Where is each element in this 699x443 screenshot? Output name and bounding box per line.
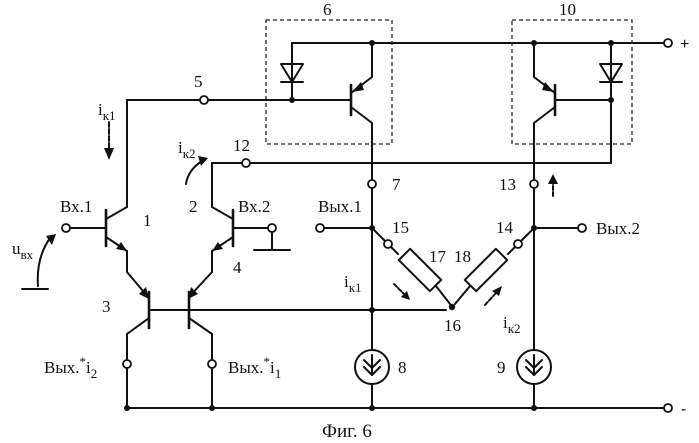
cs8-label: 8	[398, 358, 407, 377]
node-5-terminal[interactable]	[200, 96, 208, 104]
negative-label: -	[681, 401, 686, 418]
junction	[209, 405, 215, 411]
node-13-terminal[interactable]	[530, 180, 538, 188]
uin-arrow	[38, 238, 50, 286]
r18-lead-b	[455, 286, 470, 304]
t2-label: 2	[189, 197, 198, 216]
ik2-mid-arrow	[485, 294, 495, 305]
out2-label: Вых.2	[596, 219, 640, 238]
r17-lead-b	[436, 286, 450, 304]
out1-terminal[interactable]	[316, 224, 324, 232]
block-6-label: 6	[323, 0, 332, 19]
t3-collector	[127, 318, 149, 334]
ik1-mid-arrow	[394, 284, 404, 294]
ik1-top-arrow-head-icon	[104, 148, 114, 160]
node-12-label: 12	[233, 136, 250, 155]
node-13-label: 13	[499, 175, 516, 194]
node-12-terminal[interactable]	[242, 159, 250, 167]
t4-collector	[189, 318, 212, 334]
t2-emitter-arrow-icon	[212, 242, 223, 251]
ik2-top-arrow	[186, 161, 202, 184]
ik1-mid-label: iк1	[344, 272, 362, 295]
in2-label: Вх.2	[238, 197, 270, 216]
resistor-18-icon	[465, 249, 507, 291]
block10-transistor-collector	[534, 107, 555, 123]
r17-label: 17	[429, 247, 447, 266]
negative-terminal[interactable]	[664, 404, 672, 412]
ik2-top-arrow-head-icon	[198, 156, 208, 166]
junction	[531, 405, 537, 411]
t2-collector	[212, 207, 233, 219]
r18-label: 18	[454, 247, 471, 266]
ik2-mid-label: iк2	[503, 313, 521, 336]
in1-label: Вх.1	[60, 197, 92, 216]
junction	[531, 40, 537, 46]
in2-terminal[interactable]	[268, 224, 276, 232]
ik2-top-label: iк2	[178, 138, 196, 161]
node-15-label: 15	[392, 218, 409, 237]
in1-terminal[interactable]	[62, 224, 70, 232]
out-i1-label: Вых.*i1	[228, 354, 281, 381]
out1-label: Вых.1	[318, 197, 362, 216]
out-i2-terminal[interactable]	[123, 360, 131, 368]
t3-label: 3	[102, 297, 111, 316]
out-i1-terminal[interactable]	[208, 360, 216, 368]
junction	[124, 405, 130, 411]
t1-emitter-arrow-icon	[116, 242, 127, 251]
node-16-junction	[449, 304, 455, 310]
block6-transistor-collector	[351, 107, 372, 123]
node-5-label: 5	[194, 72, 203, 91]
junction	[531, 225, 537, 231]
cs9-label: 9	[497, 358, 506, 377]
out2-terminal[interactable]	[578, 224, 586, 232]
t1-label: 1	[143, 211, 152, 230]
r18-lead-a	[508, 247, 515, 254]
node-16-label: 16	[444, 316, 461, 335]
figure-caption: Фиг. 6	[322, 421, 372, 442]
positive-label: +	[680, 36, 689, 53]
junction	[369, 405, 375, 411]
node-7-label: 7	[392, 175, 401, 194]
junction	[369, 40, 375, 46]
positive-terminal[interactable]	[664, 39, 672, 47]
junction	[369, 307, 375, 313]
t1-collector	[106, 207, 127, 219]
r17-lead-a	[391, 247, 398, 254]
block-10-label: 10	[559, 0, 576, 19]
wire-15	[372, 228, 385, 241]
node-7-terminal[interactable]	[368, 180, 376, 188]
t4-label: 4	[233, 258, 242, 277]
uin-label: uвх	[12, 239, 34, 262]
out-i2-label: Вых.*i2	[44, 354, 97, 381]
junction	[608, 40, 614, 46]
ik1-top-label: iк1	[98, 100, 116, 123]
node-14-label: 14	[496, 218, 514, 237]
ik2-up-arrow-head-icon	[548, 174, 558, 184]
